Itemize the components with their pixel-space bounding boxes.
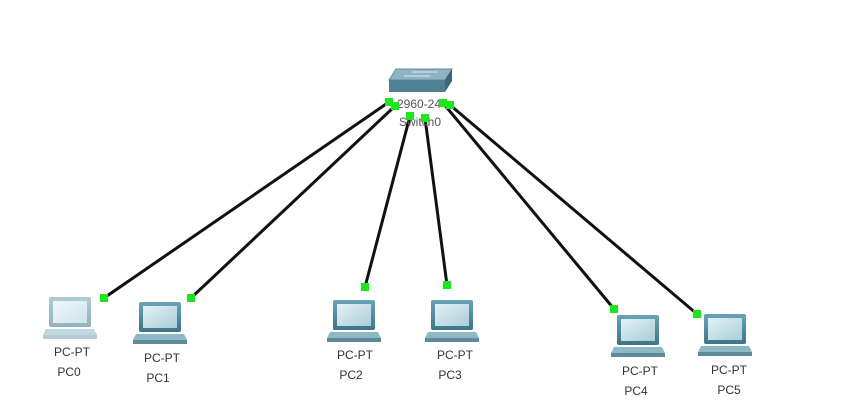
pc-icon [43, 297, 97, 339]
pc1-type-label: PC-PT [144, 351, 181, 365]
pc4-name-label: PC4 [624, 384, 648, 398]
link-status-indicator-switch-pc2 [406, 112, 414, 120]
link-status-indicator-pc-pc1 [187, 294, 195, 302]
pc5-type-label: PC-PT [711, 363, 748, 377]
pc4-type-label: PC-PT [622, 364, 659, 378]
pc-icon [133, 302, 187, 344]
pc3-device[interactable]: PC-PT PC3 [425, 300, 479, 382]
link-switch0-pc3[interactable] [423, 116, 449, 287]
links-layer [102, 100, 699, 316]
switch-icon[interactable] [388, 68, 453, 92]
link-status-indicator-switch-pc1 [391, 102, 399, 110]
link-switch0-pc1[interactable] [189, 104, 397, 300]
pc1-device[interactable]: PC-PT PC1 [133, 302, 187, 385]
pc0-name-label: PC0 [57, 365, 81, 379]
link-switch0-pc2[interactable] [363, 114, 412, 289]
ports-layer [100, 98, 701, 318]
pc-icon [698, 314, 752, 356]
switch-model-label: 2960-24 [397, 97, 441, 111]
pc2-device[interactable]: PC-PT PC2 [327, 300, 381, 382]
pc5-device[interactable]: PC-PT PC5 [698, 314, 752, 397]
pc3-name-label: PC3 [438, 368, 462, 382]
pc0-device[interactable]: PC-PT PC0 [43, 297, 97, 379]
link-switch0-pc5[interactable] [448, 103, 699, 316]
pc-icon [425, 300, 479, 342]
link-switch0-pc4[interactable] [441, 101, 616, 311]
link-status-indicator-switch-pc0 [385, 98, 393, 106]
link-status-indicator-switch-pc3 [421, 114, 429, 122]
link-status-indicator-pc-pc2 [361, 283, 369, 291]
pc0-type-label: PC-PT [54, 345, 91, 359]
pc-icon [611, 315, 665, 357]
link-status-indicator-switch-pc4 [439, 99, 447, 107]
pc2-name-label: PC2 [339, 368, 363, 382]
link-status-indicator-pc-pc0 [100, 294, 108, 302]
link-status-indicator-pc-pc4 [610, 305, 618, 313]
pc3-type-label: PC-PT [437, 348, 474, 362]
link-status-indicator-pc-pc5 [693, 310, 701, 318]
link-switch0-pc0[interactable] [102, 100, 391, 300]
pc-icon [327, 300, 381, 342]
pc2-type-label: PC-PT [337, 348, 374, 362]
pc4-device[interactable]: PC-PT PC4 [611, 315, 665, 398]
pc1-name-label: PC1 [146, 371, 170, 385]
switch-name-label: Switch0 [399, 115, 441, 129]
pc5-name-label: PC5 [717, 383, 741, 397]
link-status-indicator-switch-pc5 [446, 101, 454, 109]
link-status-indicator-pc-pc3 [443, 281, 451, 289]
